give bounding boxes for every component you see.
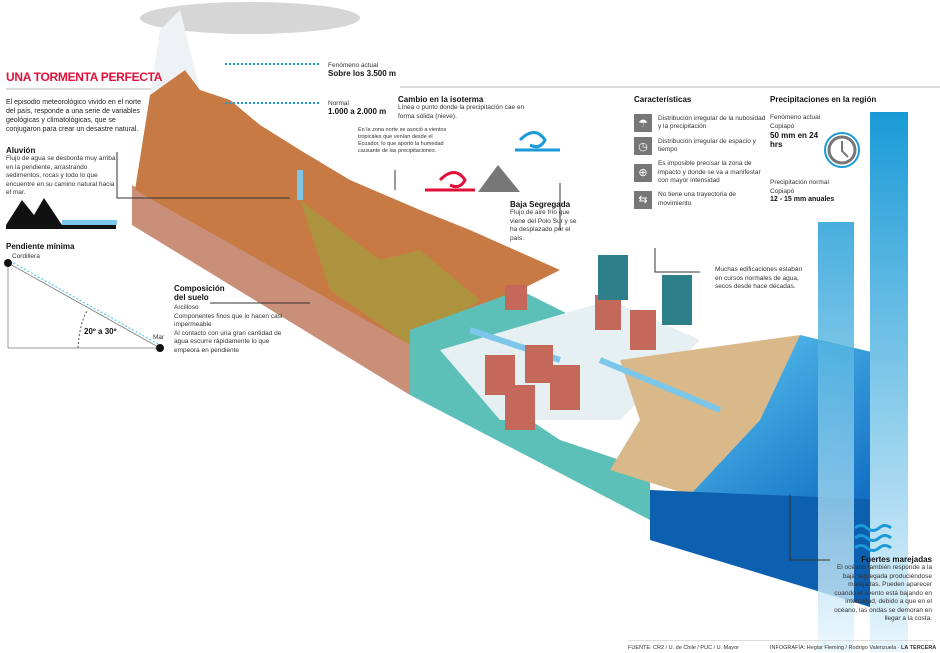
waves-text: El océano también responde a la baja seg… [834, 564, 932, 622]
mountain-icon [478, 165, 520, 192]
characteristic-item: Distribución irregular de espacio y tiem… [658, 137, 756, 154]
location-globe-icon: ⊕ [634, 163, 652, 182]
soil-text-1: Arcilloso [174, 304, 199, 311]
precip-current-label: Fenómeno actual [770, 114, 821, 121]
snow-cap [150, 10, 200, 95]
isotherm-text: Línea o punto donde la precipitación cae… [398, 104, 525, 120]
precipitation-panel: Precipitaciones en la región Fenómeno ac… [770, 95, 877, 203]
isotherm-current-label: Fenómeno actual [328, 62, 379, 69]
clock-icon: ◷ [634, 137, 652, 155]
isotherm-normal-value: 1.000 a 2.000 m [328, 107, 387, 116]
precip-current-place: Copiapó [770, 122, 795, 130]
precip-normal-bar [818, 222, 854, 652]
precip-current-bar [870, 112, 908, 652]
rain-cloud-icon: ☂ [634, 114, 652, 132]
cold-wind-icon [515, 131, 560, 152]
warm-wind-icon [425, 171, 475, 192]
clock-icon [827, 135, 857, 165]
precip-normal-value: 12 - 15 mm anuales [770, 196, 835, 203]
soil-text-2: Componentes finos que lo hacen casi impe… [174, 312, 283, 329]
aluvion-title: Aluvión [6, 146, 36, 155]
isotherm-current-value: Sobre los 3.500 m [328, 69, 397, 78]
waves-icon [854, 524, 892, 552]
precip-normal-label: Precipitación normal [770, 179, 829, 186]
characteristics-panel: Características ☂ Distribución irregular … [634, 95, 769, 214]
slope-title: Pendiente mínima [6, 242, 75, 251]
buildings [485, 285, 656, 430]
slope-top-label: Cordillera [12, 253, 40, 260]
leader-lines [116, 152, 830, 561]
isotherm-title: Cambio en la isoterma [398, 95, 484, 104]
precip-normal-place: Copiapó [770, 187, 795, 195]
characteristic-item: Distribución irregular de la nubosidad y… [658, 114, 766, 131]
lead-text: El episodio meteorológico vivido en el n… [6, 99, 142, 133]
characteristic-item: Es imposible precisar la zona de impacto… [658, 160, 761, 184]
waves-title: Fuertes marejadas [861, 555, 932, 564]
soil-text-3: Al contacto con una gran cantidad de agu… [174, 329, 282, 354]
soil-title: Composición del suelo [174, 284, 225, 302]
alluvion-mountain-icon [6, 198, 62, 225]
mountain [135, 70, 560, 345]
isotherm-normal-label: Normal [328, 100, 349, 107]
footer-brand: LA TERCERA [901, 645, 937, 651]
characteristics-title: Características [634, 95, 692, 104]
page-title: UNA TORMENTA PERFECTA [6, 70, 163, 84]
slope-angle: 20º a 30º [84, 327, 117, 336]
vegetation [300, 200, 480, 345]
baja-text: Flujo de aire frío que viene del Polo Su… [510, 209, 577, 242]
slope-diagram [4, 259, 164, 352]
cloud [140, 2, 360, 34]
aluvion-text: Flujo de agua se desborda muy arriba en … [6, 155, 116, 196]
beach [610, 335, 800, 495]
characteristic-item: No tiene una trayectoria de movimiento [658, 191, 737, 207]
buildings-text: Muchas edificaciones estaban en cursos n… [715, 266, 803, 290]
slope-bottom-label: Mar [153, 334, 165, 341]
north-zone-text: En la zona norte se asoció a vientos tro… [358, 127, 447, 154]
precip-current-value: 50 mm en 24 hrs [770, 131, 819, 149]
route-icon: ⇆ [634, 190, 652, 209]
precip-title: Precipitaciones en la región [770, 95, 877, 104]
footer-credit: INFOGRAFÍA: Heglar Fleming / Rodrigo Val… [770, 645, 900, 651]
footer-source: FUENTE: CR2 / U. de Chile / PUC / U. May… [628, 645, 739, 651]
soil-cross-section [132, 185, 410, 395]
blue-buildings [598, 255, 692, 325]
baja-title: Baja Segregada [510, 200, 571, 209]
